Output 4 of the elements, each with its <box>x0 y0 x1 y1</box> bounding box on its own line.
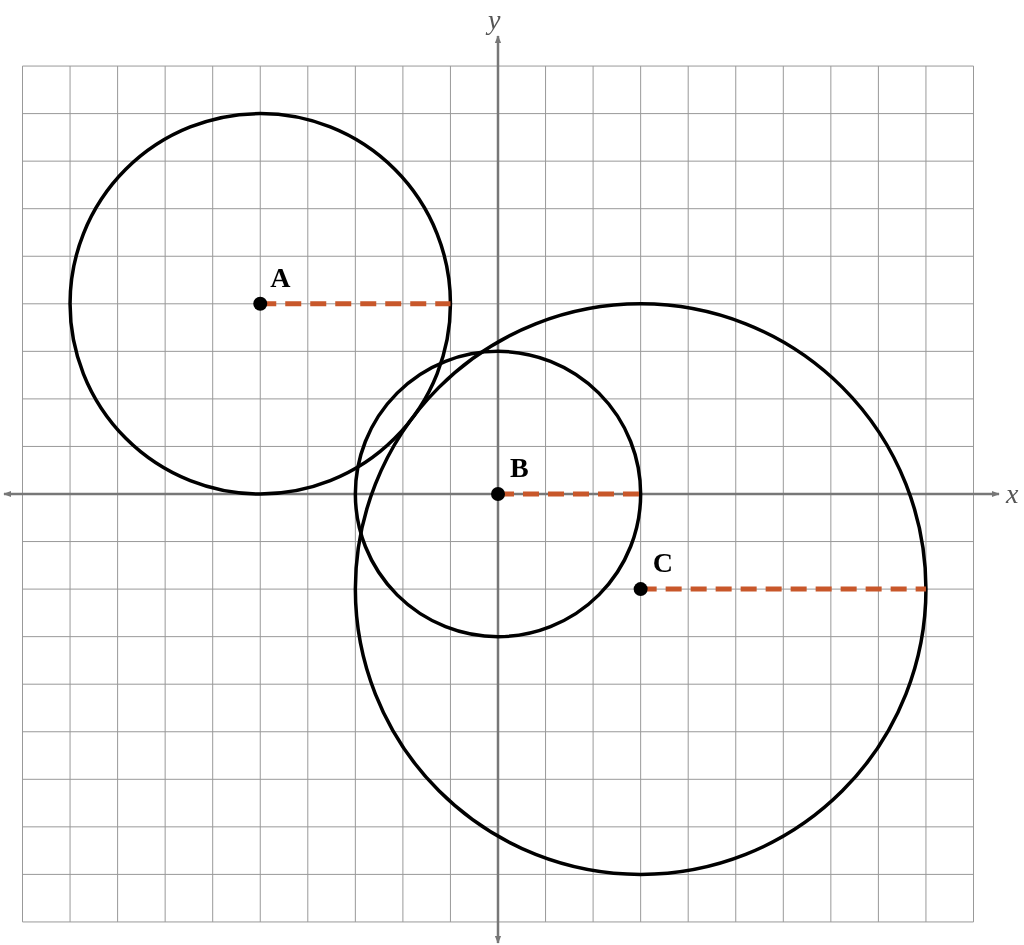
axis-label: x <box>1006 480 1019 508</box>
point-label: A <box>270 263 291 292</box>
point-label: B <box>510 454 529 482</box>
point-label: C <box>652 549 673 578</box>
